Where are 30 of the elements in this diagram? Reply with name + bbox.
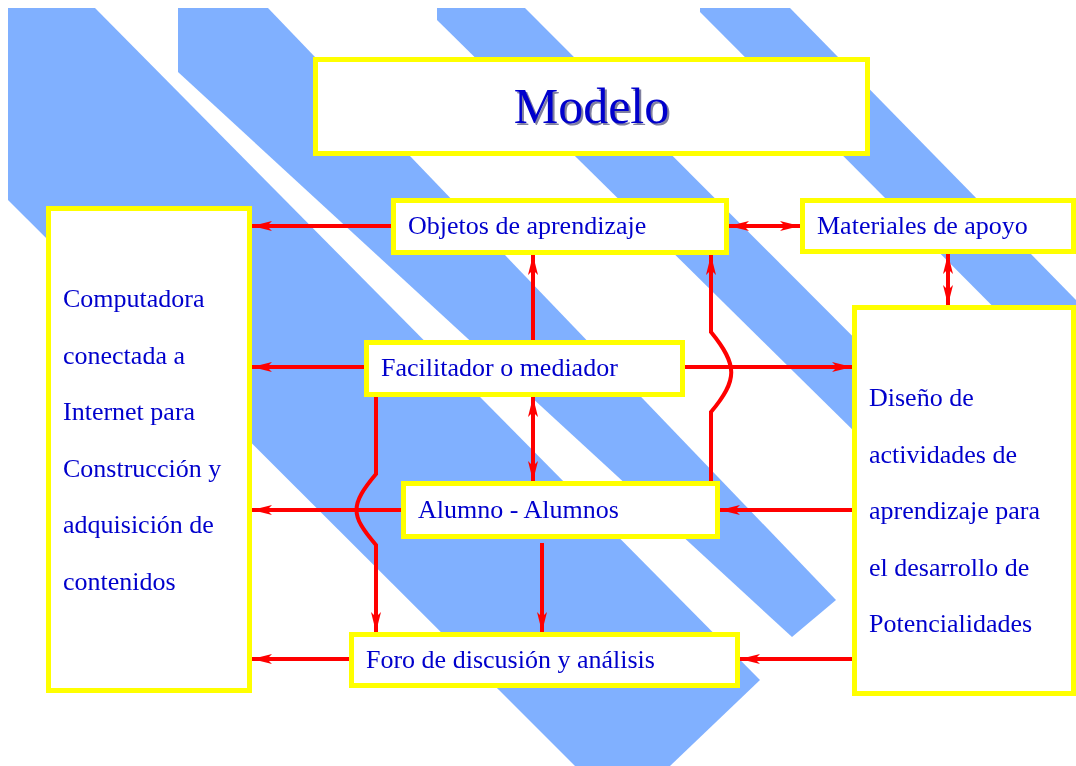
title-text: Modelo — [513, 79, 670, 134]
title-box — [313, 57, 870, 156]
box-text: Facilitador o mediador — [381, 354, 618, 383]
arrow — [537, 543, 547, 632]
arrow — [252, 505, 401, 515]
arrow — [252, 654, 349, 664]
box-text: Computadora conectada a Internet para Construcción y adquisición de contenidos — [63, 283, 223, 598]
arrow — [720, 505, 852, 515]
arrow — [252, 362, 364, 372]
box-text: Materiales de apoyo — [817, 211, 1028, 241]
arrow — [252, 221, 391, 231]
arrow — [706, 255, 734, 481]
concept-box — [349, 632, 740, 688]
arrow — [528, 397, 538, 481]
arrow — [740, 654, 852, 664]
arrow — [528, 255, 538, 340]
arrow — [354, 397, 381, 632]
concept-box — [391, 198, 729, 255]
concept-box — [46, 206, 252, 693]
box-text: Foro de discusión y análisis — [366, 645, 655, 675]
box-text: Alumno - Alumnos — [418, 495, 619, 525]
box-text: Diseño de actividades de aprendizaje para el desarrollo de Potencialidades — [869, 382, 1042, 640]
concept-box — [852, 305, 1076, 696]
arrow — [943, 254, 953, 305]
concept-box — [401, 481, 720, 539]
arrow — [729, 221, 800, 231]
concept-box — [364, 340, 685, 397]
arrow — [685, 362, 852, 372]
box-text: Objetos de aprendizaje — [408, 212, 647, 241]
concept-box — [800, 198, 1076, 254]
